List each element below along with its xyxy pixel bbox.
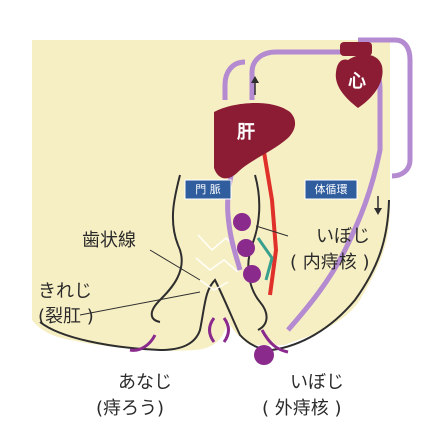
teal-vessel <box>256 237 274 281</box>
external-hemorrhoid-kana: いぼじ <box>290 372 344 393</box>
portal-vein-label: 門 脈 <box>195 183 221 196</box>
internal-hemorrhoid-kana: いぼじ <box>316 226 370 247</box>
external-hemorrhoid-kanji: ( 外痔核 ) <box>262 398 342 419</box>
fissure-mark-right <box>222 317 230 343</box>
systemic-tag-bg <box>304 179 358 200</box>
liver-to-heart-vessel <box>222 59 246 100</box>
rectal-artery <box>260 139 279 296</box>
fistula-kana: あなじ <box>118 372 172 393</box>
internal-hemorrhoid-kanji: ( 内痔核 ) <box>290 252 370 273</box>
heart-vessel-top <box>340 42 372 56</box>
anal-canal-left-wall <box>150 174 183 323</box>
portal-vein-tag-bg <box>184 179 232 200</box>
systemic-vein-right <box>358 37 413 179</box>
external-hemorrhoid-dot <box>254 345 274 365</box>
fissure-kanji: (裂肛 ) <box>38 306 94 327</box>
anal-canal-outline <box>39 199 390 352</box>
anal-vein-left <box>129 334 157 352</box>
fissure-mark-left <box>208 317 216 343</box>
down-arrow-icon <box>374 196 382 215</box>
fistula-kanji: (痔ろう) <box>96 398 165 419</box>
liver-label: 肝 <box>237 122 255 143</box>
internal-hemorrhoid-dot-3 <box>243 265 261 283</box>
up-arrow-icon <box>251 76 259 95</box>
dentate-line-label: 歯状線 <box>82 230 136 251</box>
fissure-leader <box>79 291 201 316</box>
anal-vein-right <box>260 329 289 354</box>
portal-vein-upper <box>249 49 345 100</box>
systemic-circulation-label: 体循環 <box>314 183 348 196</box>
heart-label: 心 <box>348 71 366 92</box>
internal-hemorrhoid-dot-2 <box>237 239 255 257</box>
internal-hemorrhoid-dot-1 <box>233 213 251 231</box>
internal-hemorrhoid-leader <box>255 225 289 237</box>
fissure-kana: きれじ <box>38 281 92 302</box>
heart-shape <box>335 54 383 108</box>
liver-shape <box>214 102 296 179</box>
dentate-line-leader <box>149 249 201 281</box>
